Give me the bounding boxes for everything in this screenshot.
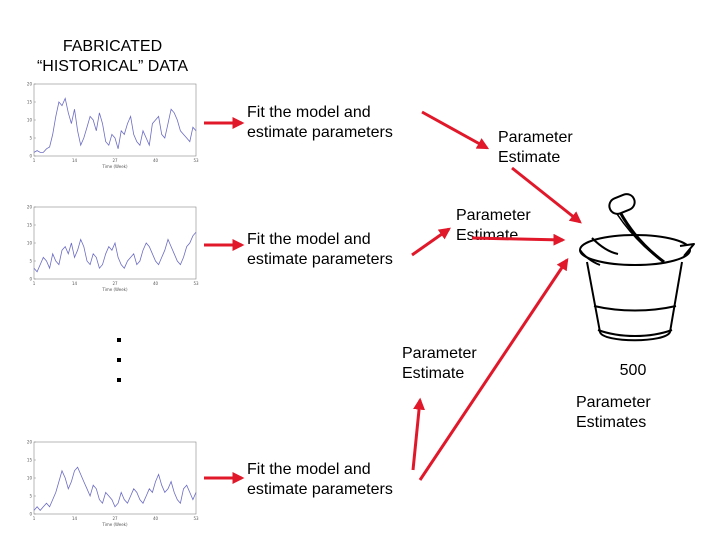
x-tick-label: 53 (193, 516, 199, 521)
fit-model-label: Fit the model and estimate parameters (247, 103, 393, 143)
x-tick-label: 27 (112, 281, 118, 286)
y-tick-label: 20 (27, 82, 33, 87)
fit-model-label: Fit the model and estimate parameters (247, 230, 393, 270)
estimates-label-line: Parameter (576, 394, 651, 411)
x-tick-label: 40 (153, 281, 159, 286)
y-tick-label: 0 (29, 277, 32, 282)
parameter-estimate-label: Parameter Estimate (498, 128, 573, 168)
plot-frame (33, 441, 197, 515)
x-tick-label: 14 (72, 281, 78, 286)
y-tick-label: 15 (27, 223, 33, 228)
x-tick-label: 1 (33, 516, 36, 521)
fit-label-line: Fit the model and (247, 231, 371, 248)
estimates-label-line: Estimates (576, 414, 647, 431)
x-tick-label: 1 (33, 158, 36, 163)
parameter-estimate-label: Parameter Estimate (402, 344, 477, 384)
estimate-count: 500 (619, 362, 647, 379)
y-tick-label: 20 (27, 205, 33, 210)
fit-model-label: Fit the model and estimate parameters (247, 460, 393, 500)
estimate-label-line: Parameter (498, 129, 573, 146)
title-line: FABRICATED (62, 38, 163, 55)
y-tick-label: 5 (29, 259, 32, 264)
data-series-line (33, 231, 197, 273)
parameter-estimates-label: Parameter Estimates (576, 393, 651, 433)
estimate-label-line: Parameter (402, 345, 477, 362)
fit-label-line: estimate parameters (247, 481, 393, 498)
y-tick-label: 10 (27, 476, 33, 481)
x-axis-label: Time (Week) (101, 287, 128, 292)
x-tick-label: 40 (153, 516, 159, 521)
x-tick-label: 14 (72, 516, 78, 521)
fit-label-line: estimate parameters (247, 251, 393, 268)
estimate-label-line: Estimate (498, 149, 561, 166)
diagram-title: FABRICATED “HISTORICAL” DATA (0, 37, 225, 77)
x-tick-label: 40 (153, 158, 159, 163)
data-series-line (33, 466, 197, 512)
y-tick-label: 15 (27, 100, 33, 105)
fit-label-line: Fit the model and (247, 104, 371, 121)
fit-to-estimate-arrow (411, 227, 451, 257)
bucket-icon (579, 193, 695, 342)
fit-label-line: estimate parameters (247, 124, 393, 141)
fit-to-estimate-arrow (411, 397, 426, 471)
y-tick-label: 5 (29, 136, 32, 141)
y-tick-label: 10 (27, 118, 33, 123)
fit-label-line: Fit the model and (247, 461, 371, 478)
estimate-to-bucket-arrow (471, 233, 566, 246)
x-tick-label: 53 (193, 158, 199, 163)
y-tick-label: 0 (29, 512, 32, 517)
x-axis-label: Time (Week) (101, 164, 128, 169)
x-tick-label: 27 (112, 516, 118, 521)
x-tick-label: 1 (33, 281, 36, 286)
x-tick-label: 27 (112, 158, 118, 163)
estimate-to-bucket-arrow (511, 166, 582, 224)
y-tick-label: 20 (27, 440, 33, 445)
estimate-to-bucket-arrow (418, 258, 569, 481)
y-tick-label: 15 (27, 458, 33, 463)
y-tick-label: 5 (29, 494, 32, 499)
fit-to-estimate-arrow (421, 110, 490, 150)
vertical-ellipsis-icon (117, 338, 121, 382)
x-axis-label: Time (Week) (101, 522, 128, 527)
x-tick-label: 14 (72, 158, 78, 163)
y-tick-label: 0 (29, 154, 32, 159)
estimate-label-line: Estimate (402, 365, 465, 382)
x-tick-label: 53 (193, 281, 199, 286)
data-series-line (33, 97, 197, 153)
estimate-label-line: Parameter (456, 207, 531, 224)
y-tick-label: 10 (27, 241, 33, 246)
title-line: “HISTORICAL” DATA (36, 58, 189, 75)
